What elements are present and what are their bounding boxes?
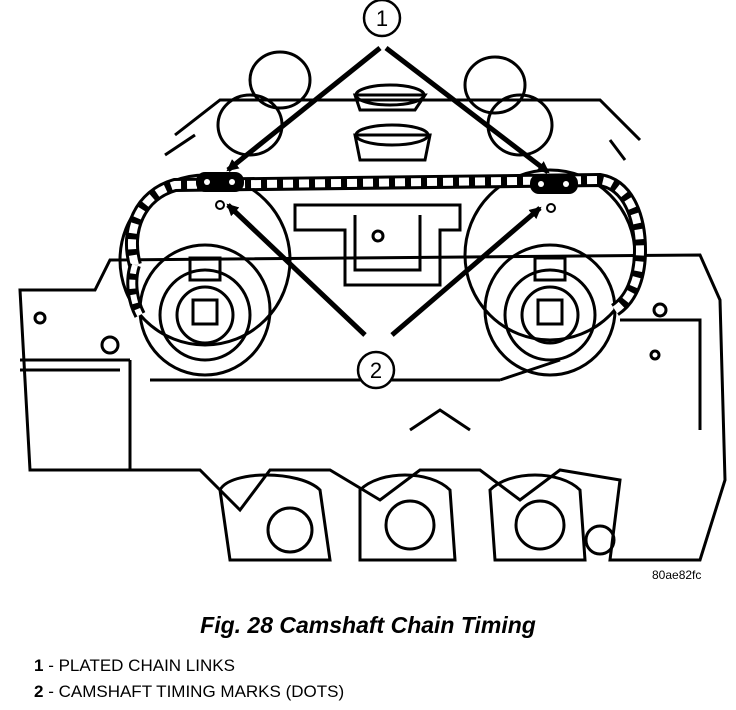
legend-text: PLATED CHAIN LINKS	[58, 656, 235, 675]
callout-1: 1	[362, 0, 402, 38]
plated-chain-links	[196, 172, 578, 194]
legend-text: CAMSHAFT TIMING MARKS (DOTS)	[58, 682, 345, 701]
camshaft-sprocket-right	[463, 168, 637, 377]
legend-item-1: 1 - PLATED CHAIN LINKS	[34, 656, 235, 676]
legend-number: 1	[34, 656, 44, 675]
cylinder-head	[18, 253, 727, 562]
legend-item-2: 2 - CAMSHAFT TIMING MARKS (DOTS)	[34, 682, 344, 702]
figure-caption: Fig. 28 Camshaft Chain Timing	[200, 612, 536, 638]
camshaft-assembly	[164, 50, 642, 287]
callout-2: 2	[356, 350, 396, 390]
timing-chain	[124, 172, 648, 318]
callout-1-label: 1	[376, 6, 388, 31]
figure-code: 80ae82fc	[652, 568, 702, 582]
legend-separator: -	[43, 682, 59, 701]
callout-2-label: 2	[370, 358, 382, 383]
callout-arrows	[226, 46, 550, 337]
timing-mark-dots	[215, 200, 556, 213]
engine-diagram: 1 2	[18, 0, 727, 562]
legend-separator: -	[43, 656, 59, 675]
legend-number: 2	[34, 682, 44, 701]
